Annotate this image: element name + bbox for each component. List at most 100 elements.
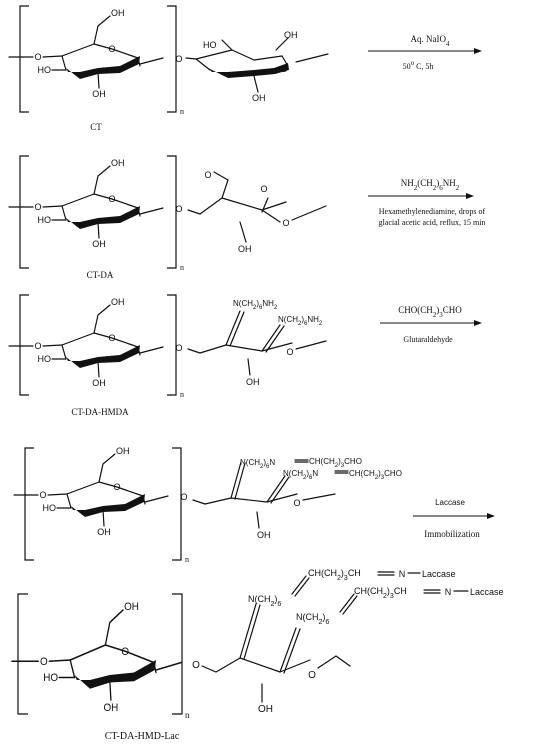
linkage-bond-left	[42, 205, 63, 208]
oh-label-bottom: OH	[97, 527, 111, 537]
ring-oxygen-label-hmda: O	[286, 347, 293, 357]
oh-label-top: OH	[111, 158, 125, 168]
imine-left-bond-2	[243, 604, 261, 660]
imine-right-bond	[261, 324, 281, 352]
glucose-ring-front-wedge	[74, 660, 156, 689]
ring2-right	[281, 55, 289, 67]
glucose-ring-right-edge	[137, 57, 141, 67]
glucose-ring-front-wedge	[66, 345, 140, 368]
chain-ch2oh-bond	[247, 358, 251, 376]
ring2-oh-topleft-bond	[221, 39, 233, 51]
chain-backbone	[204, 493, 298, 505]
oh-label-top: OH	[124, 600, 139, 613]
bond-o-to-chain	[187, 348, 201, 354]
aldehyde-right-oxygen: O	[260, 184, 267, 194]
condition-immobilization: Immobilization	[424, 529, 480, 539]
glucose-ring-back	[69, 644, 155, 664]
ch2oh-bond	[93, 165, 111, 195]
n-chain-left-to-n-2	[294, 577, 310, 597]
arrow-step-3-head	[474, 320, 482, 326]
imine-left-bond	[230, 461, 242, 499]
oh-label-ring2-topleft: HO	[203, 40, 217, 50]
glycosidic-oxygen-label: O	[175, 204, 182, 214]
glucose-ring-left-edge	[61, 55, 67, 71]
oh-bond-bottom	[102, 509, 105, 527]
ch2oh-bond	[98, 453, 116, 483]
oh-label-lac-bottom: OH	[258, 704, 273, 715]
laccase-left-label: Laccase	[422, 569, 456, 579]
glucose-ring-front-wedge	[66, 206, 140, 229]
oh-label-top: OH	[116, 446, 130, 456]
oh-label-ring2-top: OH	[284, 30, 298, 40]
aldehyde-right-bond	[261, 197, 269, 213]
oh-label-bottom: OH	[103, 702, 118, 715]
ring-oxygen-label-da: O	[282, 218, 289, 228]
ring2-back	[195, 49, 283, 61]
glucose-ring-back	[61, 193, 139, 209]
ring-oxygen-label-lac: O	[308, 670, 316, 681]
ch2oh-bond	[93, 15, 111, 45]
laccase-right-label: Laccase	[470, 587, 504, 597]
bond-o-to-chain	[187, 209, 201, 215]
glucose-ring-back	[61, 43, 139, 59]
reaction-step-3: CHO(CH2)3CHO Glutaraldehyde	[380, 305, 482, 344]
conditions-50c-5h: 50o C, 5h	[403, 59, 434, 71]
oh-label-top: OH	[111, 8, 125, 18]
compound-label-ct-da: CT-DA	[87, 270, 114, 280]
ring2-ch2oh-bond	[253, 75, 259, 93]
chain-ch2oh-bond	[256, 511, 260, 529]
imine-left-bond-2	[234, 462, 246, 500]
glucose-ring-left-edge	[61, 205, 67, 221]
glycosidic-oxygen-label: O	[180, 492, 187, 502]
bracket-right-lac	[172, 593, 183, 715]
bracket-left	[19, 294, 29, 396]
chain-exit-bond	[317, 655, 337, 669]
imine-right-bond	[279, 627, 297, 673]
glycosidic-bond	[139, 346, 164, 354]
chain-backbone	[215, 657, 311, 673]
chain-exit-bond	[302, 493, 336, 501]
glucose-ring-left-edge	[61, 344, 67, 360]
glycosidic-bond	[139, 57, 164, 65]
lac-chain-left-label: CH(CH2)3CH	[308, 568, 361, 582]
ch2oh-bond	[93, 304, 111, 334]
glycosidic-oxygen-label: O	[175, 54, 182, 64]
reagent-glutaraldehyde-formula: CHO(CH2)3CHO	[398, 305, 462, 319]
glycosidic-oxygen-lac: O	[192, 660, 200, 671]
bracket-right	[167, 155, 177, 269]
linkage-bond-left	[42, 344, 63, 347]
glucose-ring-right-edge	[153, 661, 157, 674]
ring-oxygen-label-glu: O	[293, 498, 300, 508]
glucose-ring-right-edge	[137, 207, 141, 217]
linkage-oxygen-label: O	[34, 341, 41, 351]
bond-o-to-chain	[201, 665, 217, 673]
repeat-subscript-n: n	[185, 555, 189, 564]
chain-backbone	[199, 197, 287, 215]
oh-label-glu-bottom: OH	[257, 530, 271, 540]
reagent-glutaraldehyde-name: Glutaraldehyde	[403, 335, 453, 344]
bracket-left	[24, 447, 34, 561]
ald-chain-right-label: CH(CH2)3CHO	[349, 469, 402, 481]
bond-o-to-ring2	[185, 57, 197, 60]
chain-exit-bond	[291, 205, 327, 221]
n-chain-right-to-n-2	[342, 595, 358, 615]
oh-label-bottom: OH	[92, 378, 106, 388]
reagent-hmda-formula: NH2(CH2)6NH2	[401, 178, 460, 192]
linkage-bond-left	[48, 659, 71, 662]
ring2-exit-bond	[295, 53, 329, 63]
arrow-step-1-head	[474, 48, 482, 54]
bracket-left-lac	[17, 593, 28, 715]
n-chain-right-label: N(CH2)6	[296, 612, 329, 626]
reagent-naio4: Aq. NaIO4	[411, 34, 451, 48]
amine-right-label: N(CH2)6NH2	[278, 315, 323, 327]
ring-oxygen-label: O	[108, 194, 115, 204]
imine-left-bond	[239, 603, 257, 659]
oh-label-top: OH	[111, 297, 125, 307]
ald-chain-left-label: CH(CH2)3CHO	[309, 457, 362, 469]
